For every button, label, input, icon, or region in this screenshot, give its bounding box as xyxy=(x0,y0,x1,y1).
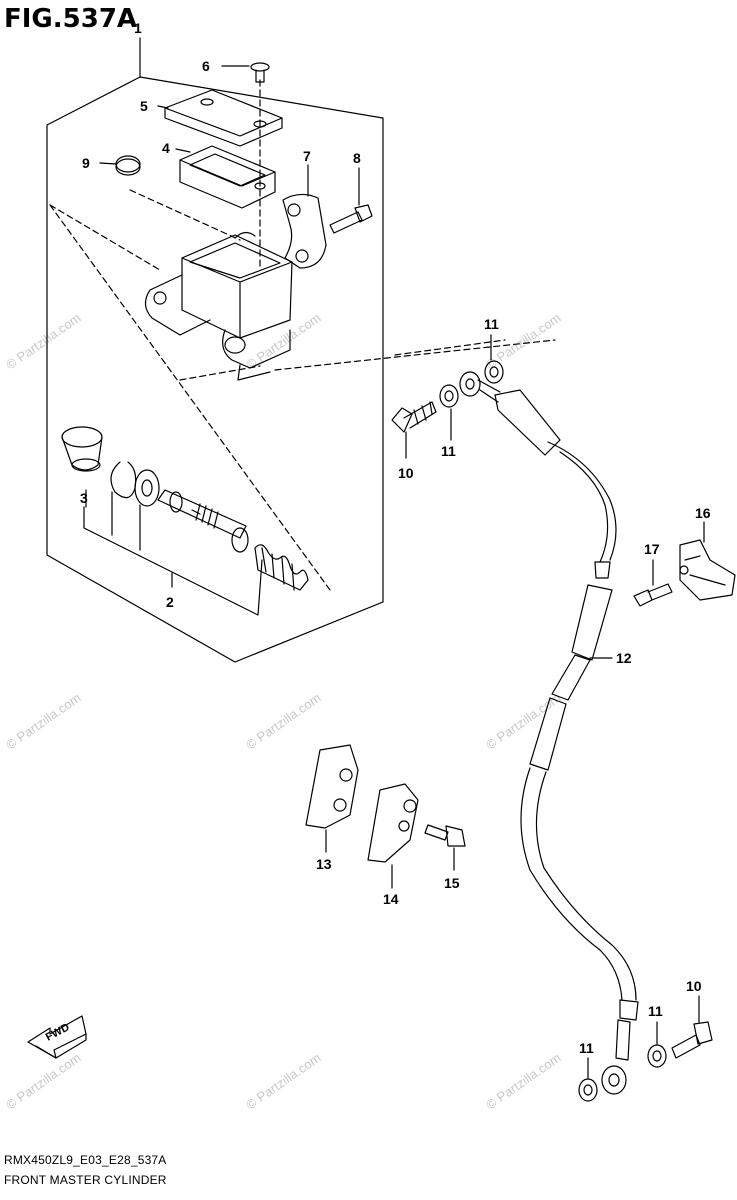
part-13-bracket xyxy=(305,744,359,829)
callout-7: 7 xyxy=(303,148,311,164)
washer-11-lower-right xyxy=(647,1044,667,1068)
piston-spring xyxy=(254,544,309,591)
figure-title: FIG.537A xyxy=(4,4,138,34)
watermark-text: © Partzilla.com xyxy=(483,1050,563,1113)
figure-code: RMX450ZL9_E03_E28_537A xyxy=(4,1153,167,1167)
assembly-2-bracket xyxy=(83,506,263,616)
watermark-text: © Partzilla.com xyxy=(3,310,83,373)
callout-10-lower: 10 xyxy=(686,978,702,994)
callout-13: 13 xyxy=(316,856,332,872)
master-cylinder-body xyxy=(144,231,293,381)
callout-17: 17 xyxy=(644,541,660,557)
callout-3: 3 xyxy=(80,490,88,506)
callout-11-upper-left: 11 xyxy=(441,443,456,459)
watermark-text: © Partzilla.com xyxy=(243,1050,323,1113)
callout-1: 1 xyxy=(134,20,142,36)
watermark-text: © Partzilla.com xyxy=(483,690,563,753)
guide-line xyxy=(179,365,261,381)
guide-line xyxy=(129,189,241,241)
callout-15: 15 xyxy=(444,875,460,891)
callout-9: 9 xyxy=(82,155,90,171)
part-4-diaphragm xyxy=(179,145,276,209)
guide-line xyxy=(274,339,556,371)
part-3-boot xyxy=(61,426,103,472)
callout-14: 14 xyxy=(383,891,399,907)
watermark-text: © Partzilla.com xyxy=(3,1050,83,1113)
assembly-1-frame xyxy=(46,76,384,663)
callout-12: 12 xyxy=(616,650,632,666)
callout-16: 16 xyxy=(695,505,711,521)
callout-5: 5 xyxy=(140,98,148,114)
watermark-text: © Partzilla.com xyxy=(243,310,323,373)
leader-4 xyxy=(175,148,191,153)
part-6-screw xyxy=(250,62,270,83)
part-16-hose-guide xyxy=(679,539,736,601)
fwd-arrow-icon xyxy=(27,1015,87,1059)
callout-6: 6 xyxy=(202,58,210,74)
part-15-bolt xyxy=(424,824,466,847)
watermark-layer: © Partzilla.com © Partzilla.com © Partzi… xyxy=(3,310,563,1113)
callout-11-lower-left: 11 xyxy=(579,1040,594,1056)
piston-washer xyxy=(134,469,160,507)
part-9-plate xyxy=(115,155,141,176)
washer-11-upper-left xyxy=(439,384,459,408)
guide-line xyxy=(394,339,506,356)
guide-line xyxy=(49,204,161,271)
brake-hose-12 xyxy=(459,371,639,1095)
callout-8: 8 xyxy=(353,150,361,166)
part-8-bolt xyxy=(329,204,373,234)
banjo-bolt-10-lower xyxy=(671,1021,713,1059)
washer-11-upper-right xyxy=(484,360,504,384)
piston-assembly xyxy=(157,489,249,553)
figure-name: FRONT MASTER CYLINDER xyxy=(4,1173,167,1187)
callout-4: 4 xyxy=(162,140,170,156)
callout-11-upper-right: 11 xyxy=(484,316,499,332)
callout-2: 2 xyxy=(166,594,174,610)
part-14-bracket xyxy=(367,783,419,863)
leader-5 xyxy=(157,105,169,109)
washer-11-lower-left xyxy=(578,1078,598,1102)
circlip xyxy=(110,461,137,499)
watermark-text: © Partzilla.com xyxy=(243,690,323,753)
part-17-bolt xyxy=(633,583,673,607)
callout-11-lower-right: 11 xyxy=(648,1003,663,1019)
watermark-text: © Partzilla.com xyxy=(3,690,83,753)
part-7-clamp xyxy=(282,193,327,269)
banjo-bolt-10-upper xyxy=(391,401,437,433)
leader-9 xyxy=(99,162,117,165)
part-5-cap xyxy=(164,89,283,147)
callout-10-upper: 10 xyxy=(398,465,414,481)
